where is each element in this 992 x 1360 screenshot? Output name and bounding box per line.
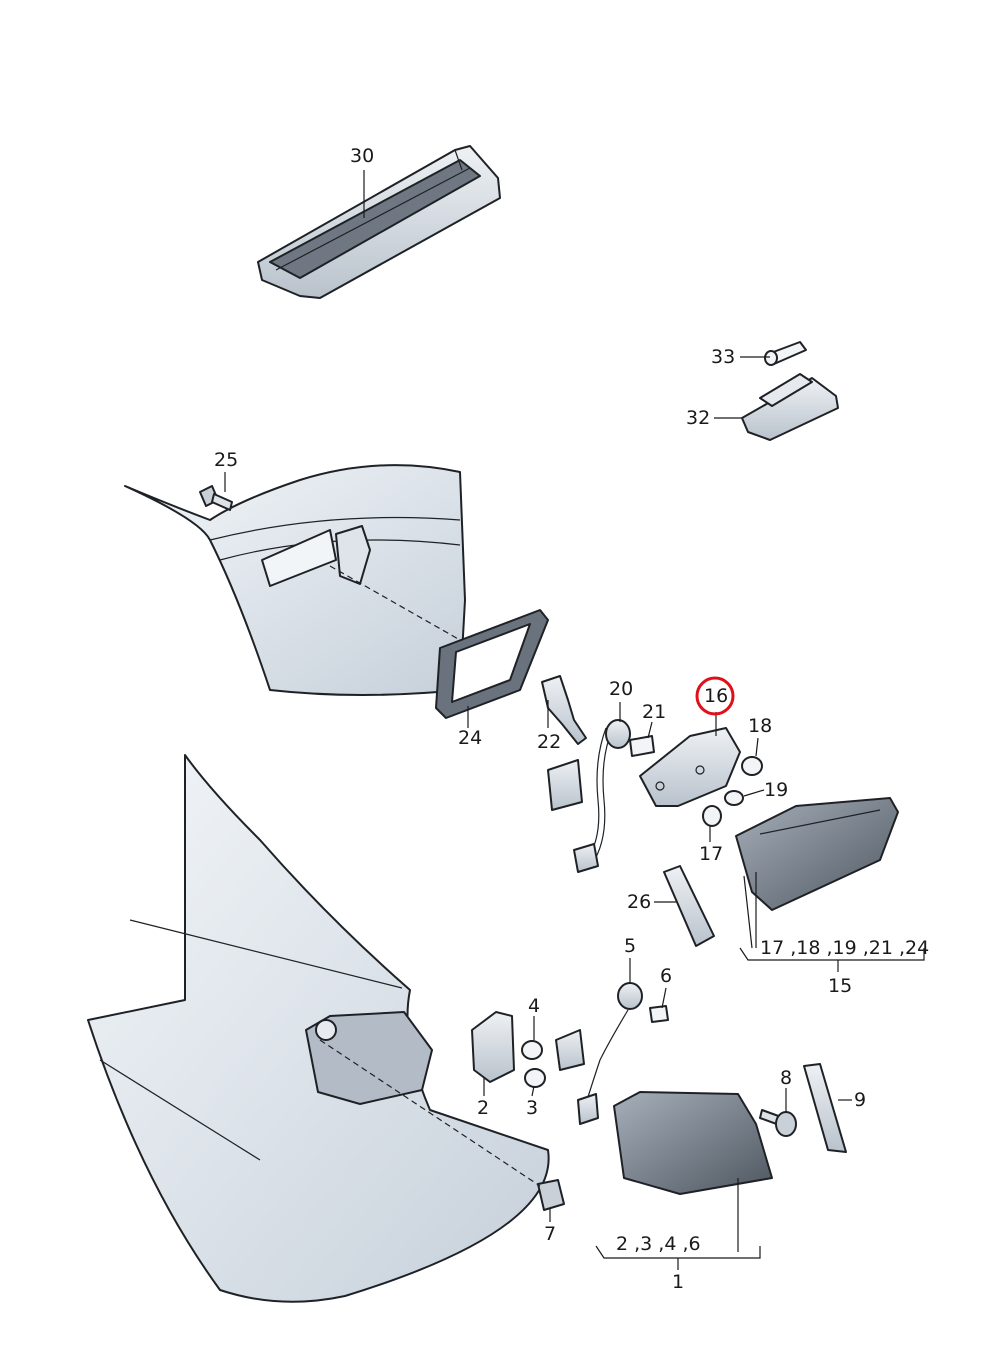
highlight-circle	[695, 676, 735, 716]
label-8: 8	[780, 1067, 792, 1089]
label-7: 7	[544, 1223, 556, 1245]
bulbs-3-4	[521, 1040, 546, 1088]
label-16: 16	[704, 685, 728, 707]
label-21: 21	[642, 701, 666, 723]
label-15-group: 17 ,18 ,19 ,21 ,24	[760, 937, 929, 959]
label-32: 32	[686, 407, 710, 429]
label-18: 18	[748, 715, 772, 737]
grommet-7	[537, 1179, 565, 1211]
inner-tail-lamp-15	[735, 797, 899, 911]
bulb-carrier-16	[639, 727, 741, 807]
label-22: 22	[537, 731, 561, 753]
bulb-socket-5	[617, 982, 669, 1023]
label-4: 4	[528, 995, 540, 1017]
trunk-lid-panel	[124, 464, 466, 696]
label-17: 17	[699, 843, 723, 865]
outer-tail-lamp-1	[613, 1091, 773, 1195]
leader-lines	[224, 170, 925, 1270]
label-33: 33	[711, 346, 735, 368]
label-20: 20	[609, 678, 633, 700]
label-3: 3	[526, 1097, 538, 1119]
bulb-socket-20	[605, 719, 655, 757]
bulbs-17-18-19	[702, 756, 763, 827]
gasket-24	[435, 609, 549, 719]
label-5: 5	[624, 935, 636, 957]
label-2: 2	[477, 1097, 489, 1119]
label-9: 9	[854, 1089, 866, 1111]
bolt-25	[199, 485, 233, 511]
label-15: 15	[828, 975, 852, 997]
label-1-group: 2 ,3 ,4 ,6	[616, 1233, 701, 1255]
license-plate-lamp	[741, 373, 839, 441]
label-25: 25	[214, 449, 238, 471]
label-26: 26	[627, 891, 651, 913]
label-30: 30	[350, 145, 374, 167]
label-24: 24	[458, 727, 482, 749]
label-6: 6	[660, 965, 672, 987]
label-19: 19	[764, 779, 788, 801]
label-1: 1	[672, 1271, 684, 1293]
bulb-carrier-2	[471, 1011, 515, 1083]
connector-bracket-22	[541, 675, 587, 745]
rear-quarter-panel	[87, 754, 550, 1303]
wiring-harness-lower	[555, 1009, 629, 1125]
screw-8	[759, 1109, 797, 1137]
assembly-axes	[319, 565, 541, 1187]
license-lamp-bulb	[764, 341, 807, 366]
trim-piece-9	[803, 1063, 847, 1153]
trim-strip-26	[663, 865, 715, 947]
wiring-harness-upper	[547, 727, 613, 873]
third-brake-light	[257, 145, 501, 299]
